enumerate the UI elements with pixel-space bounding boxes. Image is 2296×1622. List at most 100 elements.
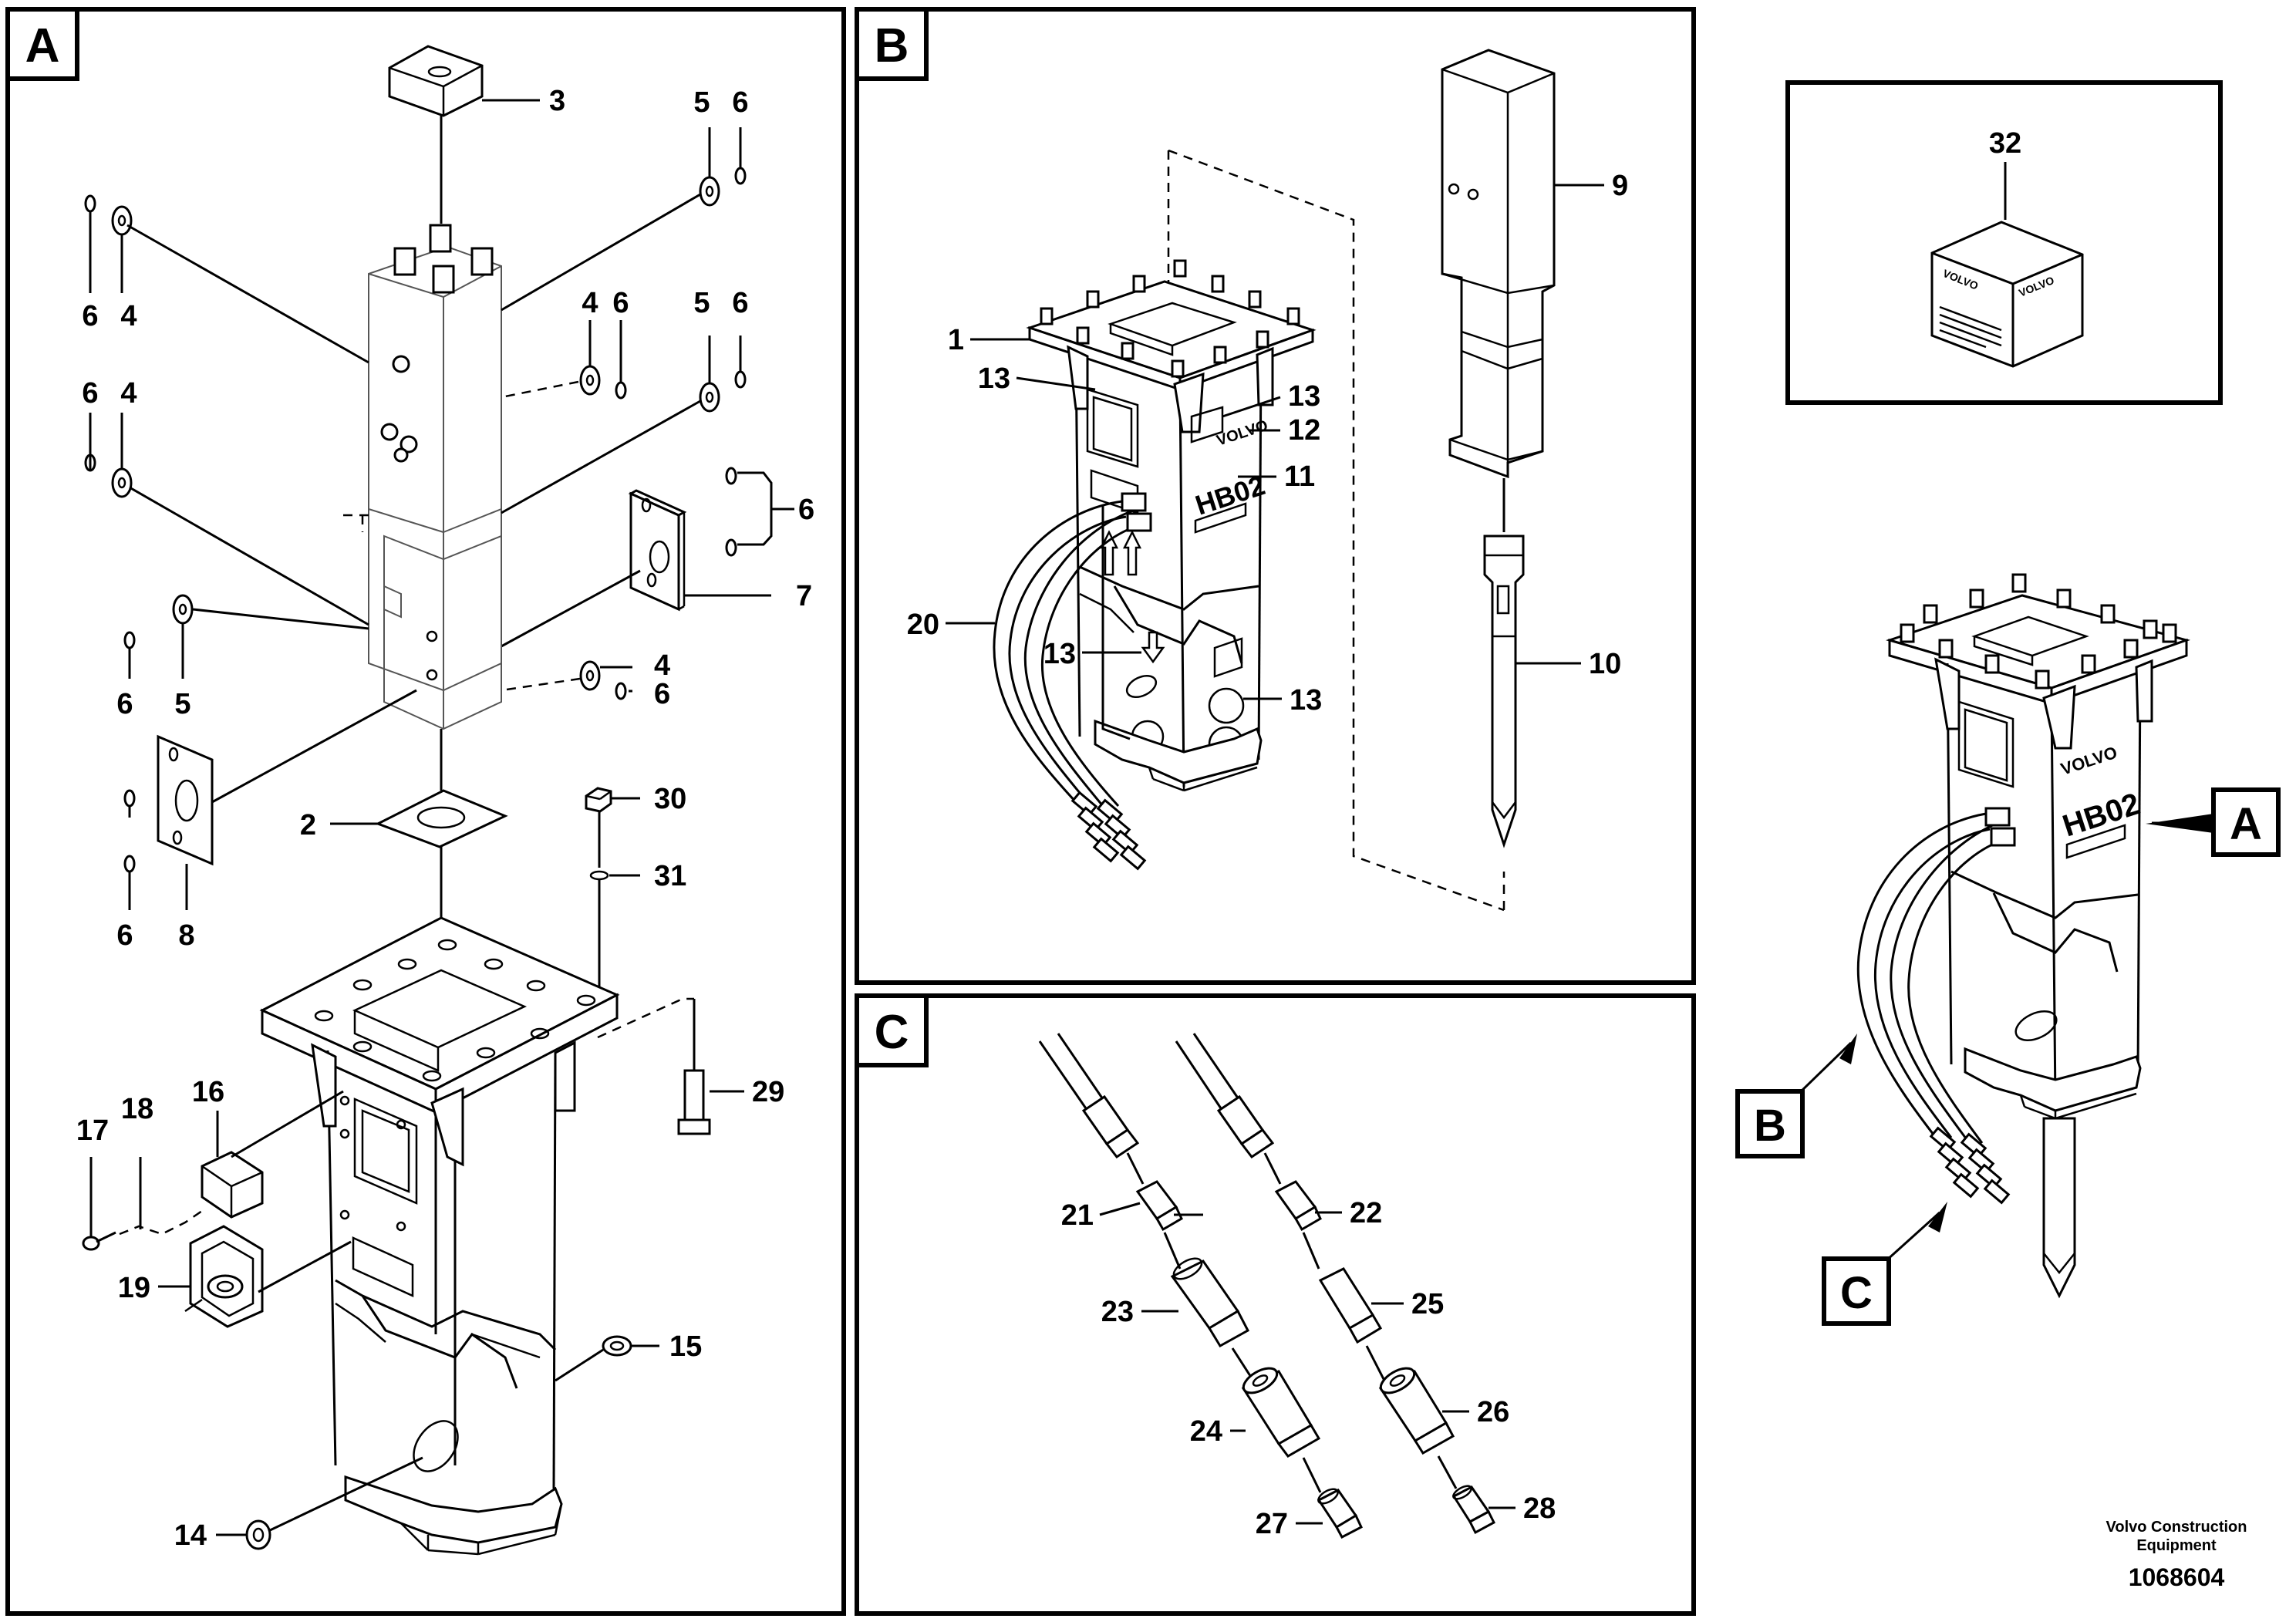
label-part-4-right-lower: 4	[654, 649, 670, 682]
panel-b: B	[855, 7, 1696, 985]
label-part-28: 28	[1523, 1492, 1556, 1525]
right-hose-fittings	[1175, 1033, 1515, 1535]
callout-a: A	[2146, 787, 2281, 857]
label-part-9: 9	[1612, 170, 1628, 202]
label-part-6-top: 6	[732, 86, 748, 119]
label-part-3: 3	[549, 85, 565, 117]
label-part-12: 12	[1288, 414, 1320, 447]
label-part-7: 7	[796, 580, 812, 612]
breaker-frame-part	[259, 916, 620, 1556]
callout-b: B	[1735, 1034, 1857, 1158]
label-part-5-left-lower: 5	[174, 688, 190, 720]
label-part-4-mid: 4	[582, 287, 598, 319]
washer-pin-group-right-lower	[501, 660, 632, 700]
hose-pair	[993, 492, 1152, 871]
callout-c-letter: C	[1840, 1268, 1873, 1318]
hose-end-couplings	[1070, 791, 1147, 871]
label-part-4-upper-left: 4	[120, 300, 137, 332]
callout-b-letter: B	[1754, 1101, 1786, 1151]
panel-c: C	[855, 993, 1696, 1616]
callout-c: C	[1822, 1202, 1947, 1326]
footer-company-line1: Volvo Construction	[2106, 1519, 2247, 1536]
label-part-27: 27	[1256, 1508, 1288, 1540]
footer-company-line2: Equipment	[2136, 1537, 2217, 1554]
label-part-32: 32	[1989, 127, 2021, 160]
washer-pin-group-left-second	[84, 413, 369, 626]
panel-b-letter: B	[875, 19, 909, 73]
overview-hose-couplings	[1929, 1126, 2011, 1205]
label-part-4-left-second: 4	[120, 377, 137, 410]
label-part-17: 17	[76, 1114, 109, 1147]
label-part-10: 10	[1589, 648, 1621, 680]
label-part-6-left-lower: 6	[116, 688, 133, 720]
guide-housing	[343, 514, 502, 730]
washer-pin-group-upper-right	[501, 127, 747, 312]
label-part-18: 18	[121, 1093, 153, 1125]
washer-pin-group-upper-left	[84, 194, 369, 364]
panel-b-drawing: VOLVO HB02	[993, 49, 1604, 912]
label-part-5-top: 5	[693, 86, 710, 119]
guide-bush-part	[1441, 49, 1604, 479]
label-part-29: 29	[752, 1076, 784, 1108]
washer-pin-group-right-second	[501, 336, 747, 514]
chisel-part	[1483, 478, 1581, 848]
overview-model-mark: HB02	[2058, 787, 2144, 843]
panel-a: A	[5, 7, 846, 1616]
washer-pin-group-left-lower	[123, 594, 369, 679]
label-part-24: 24	[1190, 1415, 1222, 1448]
washer-part	[589, 870, 640, 995]
label-part-26: 26	[1477, 1396, 1509, 1428]
overview-bolts	[1900, 573, 2177, 690]
plug-14-part	[216, 1456, 423, 1550]
panel-c-letter: C	[875, 1006, 909, 1059]
frame-bolt-part	[597, 997, 744, 1135]
left-hose-fittings	[1038, 1033, 1363, 1539]
label-part-1: 1	[948, 324, 964, 356]
label-part-23: 23	[1101, 1296, 1134, 1328]
label-part-21: 21	[1061, 1199, 1094, 1232]
nut-part	[585, 787, 640, 868]
label-part-30: 30	[654, 783, 686, 815]
label-part-2: 2	[300, 809, 316, 841]
label-part-13-lower-left: 13	[1043, 638, 1076, 670]
frame-bolt-holes	[314, 939, 596, 1082]
label-part-14: 14	[174, 1519, 207, 1552]
kit-box-drawing: VOLVO VOLVO	[1930, 162, 2084, 368]
lower-side-plate-part	[123, 689, 417, 910]
side-plate-part	[501, 489, 771, 648]
label-part-16: 16	[192, 1076, 224, 1108]
overview-assembly: VOLVO HB02	[1735, 573, 2281, 1326]
footer: Volvo Construction Equipment 1068604	[2106, 1519, 2247, 1591]
kit-box	[1785, 80, 2223, 405]
label-part-13-lower-right: 13	[1290, 684, 1322, 717]
cylinder-housing	[368, 224, 502, 692]
label-part-6-mid: 6	[612, 287, 629, 319]
label-part-6-left-bottom: 6	[116, 919, 133, 952]
label-part-8: 8	[178, 919, 194, 952]
panel-a-letter: A	[25, 19, 60, 73]
rubber-cover-part	[158, 1225, 352, 1328]
label-part-15: 15	[669, 1330, 702, 1363]
label-part-31: 31	[654, 860, 686, 892]
label-part-11: 11	[1284, 460, 1315, 493]
gasket-plate-part	[330, 729, 508, 1026]
panel-c-drawing	[1038, 1033, 1515, 1539]
label-part-6-second: 6	[732, 287, 748, 319]
label-part-25: 25	[1411, 1288, 1444, 1320]
document-number: 1068604	[2129, 1563, 2225, 1591]
cross-cap-part	[388, 45, 484, 117]
label-part-6-bracket: 6	[798, 494, 814, 526]
part-number-labels: 3 5 6 6 4 4 6 5 6 6 4 6 7 6 5 4 6 2 30 3…	[76, 85, 2021, 1552]
screw-part	[82, 1157, 203, 1251]
top-bolts	[1040, 259, 1300, 378]
callout-a-letter: A	[2230, 799, 2262, 849]
label-part-20: 20	[907, 609, 939, 641]
breaker-assembly: VOLVO HB02	[1026, 259, 1317, 792]
label-part-13-left: 13	[978, 363, 1010, 395]
washer-pin-group-mid	[501, 320, 627, 400]
label-part-6-upper-left: 6	[82, 300, 98, 332]
label-part-13-right: 13	[1288, 380, 1320, 413]
panel-a-drawing	[82, 45, 794, 1556]
plug-15-part	[555, 1335, 659, 1382]
